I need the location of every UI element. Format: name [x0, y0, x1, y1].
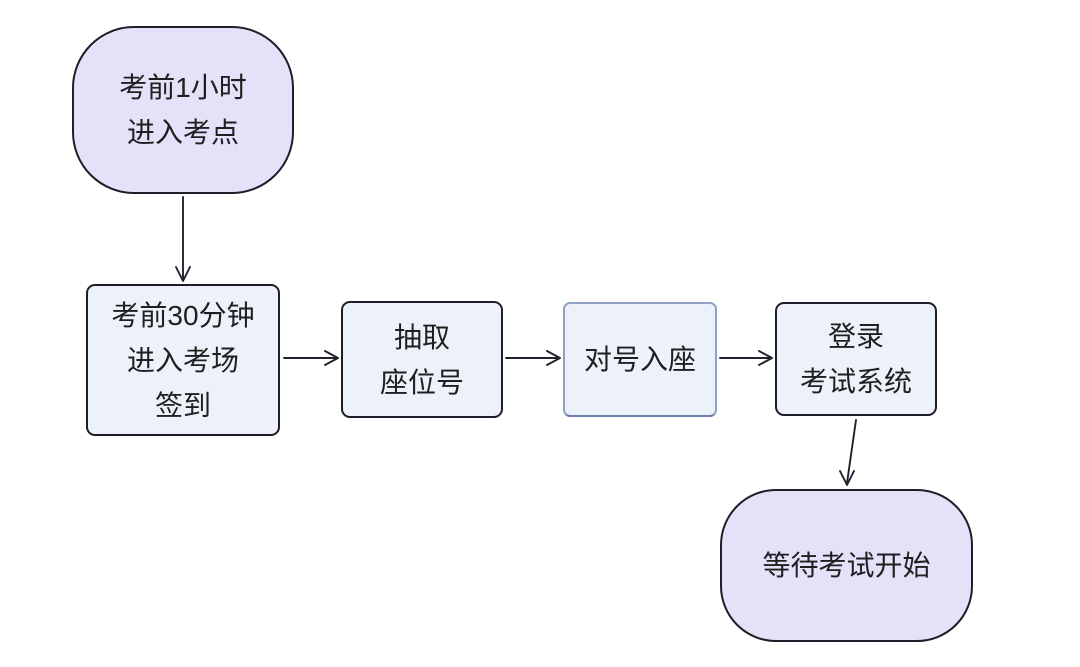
node-start-label-line: 进入考点 [126, 117, 239, 148]
arrow-login-to-wait [839, 419, 857, 486]
node-draw-seat-process: 抽取 座位号 [341, 301, 503, 418]
node-wait-label-line: 等待考试开始 [762, 550, 931, 581]
arrow-draw-seat-to-take-seat [505, 350, 561, 366]
node-login-label-line: 登录 [827, 321, 884, 352]
node-start-label-line: 考前1小时 [119, 72, 247, 103]
node-checkin-label-line: 进入考场 [126, 344, 239, 376]
node-wait-terminator: 等待考试开始 [720, 489, 973, 642]
arrow-checkin-to-draw-seat [283, 350, 339, 366]
node-draw-seat-label-line: 抽取 [393, 321, 450, 353]
node-login-process: 登录 考试系统 [775, 302, 937, 416]
node-take-seat-label-line: 对号入座 [583, 344, 696, 375]
arrow-take-seat-to-login [719, 350, 773, 366]
arrow-start-to-checkin [175, 196, 191, 282]
node-draw-seat-label-line: 座位号 [379, 366, 464, 398]
node-take-seat-process: 对号入座 [563, 302, 717, 417]
node-start-terminator: 考前1小时 进入考点 [72, 26, 294, 194]
node-login-label-line: 考试系统 [799, 366, 912, 397]
node-checkin-label-line: 签到 [154, 389, 211, 421]
node-checkin-label-line: 考前30分钟 [111, 299, 255, 331]
node-checkin-process: 考前30分钟 进入考场 签到 [86, 284, 280, 436]
